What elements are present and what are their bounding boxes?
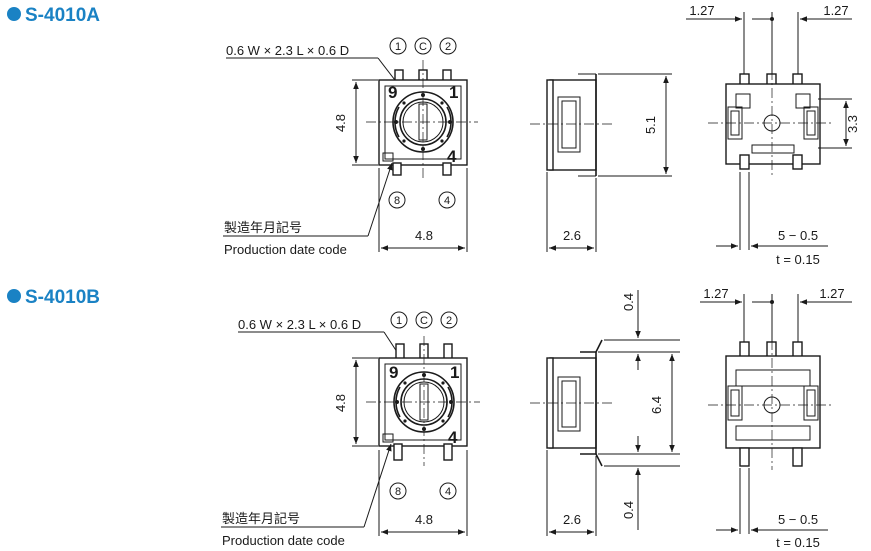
side-height-dim: 5.1 bbox=[643, 116, 658, 134]
side-bottom-dim: 0.4 bbox=[621, 501, 636, 519]
back-pitch-right: 1.27 bbox=[823, 3, 848, 18]
front-width-dim: 4.8 bbox=[415, 512, 433, 527]
back-thickness-dim: t = 0.15 bbox=[776, 535, 820, 550]
date-code-en: Production date code bbox=[224, 242, 347, 257]
pin-label-1: 1 bbox=[396, 315, 402, 327]
front-height-dim: 4.8 bbox=[333, 394, 348, 412]
front-height-dim: 4.8 bbox=[333, 114, 348, 132]
side-width-dim: 2.6 bbox=[563, 228, 581, 243]
side-view: 6.4 0.4 0.4 2.6 bbox=[530, 290, 680, 536]
dial-mark-4: 4 bbox=[448, 428, 458, 447]
side-width-dim: 2.6 bbox=[563, 512, 581, 527]
back-lead-dim: 5 − 0.5 bbox=[778, 228, 818, 243]
back-pitch-left: 1.27 bbox=[689, 3, 714, 18]
dial-mark-1: 1 bbox=[450, 363, 459, 382]
section-s4010b: S-4010B 0.6 W × 2.3 L × 0.6 D 1 C 2 bbox=[7, 286, 852, 550]
pin-label-8: 8 bbox=[394, 195, 400, 207]
dial-mark-1: 1 bbox=[449, 83, 458, 102]
side-height-dim: 6.4 bbox=[649, 396, 664, 414]
back-thickness-dim: t = 0.15 bbox=[776, 252, 820, 267]
back-pitch-right: 1.27 bbox=[819, 286, 844, 301]
front-view: 0.6 W × 2.3 L × 0.6 D 1 C 2 bbox=[223, 37, 478, 257]
section-title: S-4010A bbox=[25, 5, 100, 26]
hole-spec-label: 0.6 W × 2.3 L × 0.6 D bbox=[226, 43, 349, 58]
pin-label-c: C bbox=[419, 41, 427, 53]
side-view: 5.1 2.6 bbox=[530, 73, 672, 252]
back-view: 1.27 1.27 bbox=[686, 3, 860, 267]
pin-label-4: 4 bbox=[445, 486, 451, 498]
dial-mark-4: 4 bbox=[447, 147, 457, 166]
side-top-dim: 0.4 bbox=[621, 293, 636, 311]
pin-label-c: C bbox=[420, 315, 428, 327]
date-code-en: Production date code bbox=[222, 533, 345, 548]
section-title: S-4010B bbox=[25, 287, 100, 308]
pin-label-1: 1 bbox=[395, 41, 401, 53]
dial-mark-9: 9 bbox=[388, 83, 397, 102]
front-view: 0.6 W × 2.3 L × 0.6 D 1 C 2 bbox=[221, 311, 480, 548]
bullet-icon bbox=[7, 7, 21, 21]
pin-label-4: 4 bbox=[444, 195, 450, 207]
dial-mark-9: 9 bbox=[389, 363, 398, 382]
back-lead-dim: 5 − 0.5 bbox=[778, 512, 818, 527]
bullet-icon bbox=[7, 289, 21, 303]
date-code-jp: 製造年月記号 bbox=[222, 511, 300, 526]
pin-label-8: 8 bbox=[395, 486, 401, 498]
pin-label-2: 2 bbox=[445, 41, 451, 53]
pin-label-2: 2 bbox=[446, 315, 452, 327]
back-view: 1.27 1.27 bbox=[700, 286, 852, 550]
hole-spec-label: 0.6 W × 2.3 L × 0.6 D bbox=[238, 317, 361, 332]
back-height-dim: 3.3 bbox=[845, 115, 860, 133]
date-code-jp: 製造年月記号 bbox=[224, 220, 302, 235]
section-s4010a: S-4010A 0.6 W × 2.3 L × 0.6 D 1 C 2 bbox=[7, 3, 860, 267]
back-pitch-left: 1.27 bbox=[703, 286, 728, 301]
front-width-dim: 4.8 bbox=[415, 228, 433, 243]
